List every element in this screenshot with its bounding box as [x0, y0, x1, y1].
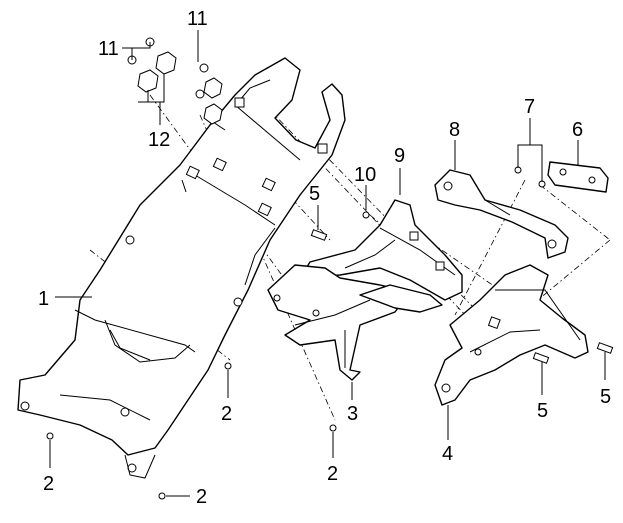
callout-10: 10: [354, 164, 376, 186]
washer-icon: [195, 89, 205, 99]
callout-12: 12: [148, 129, 170, 151]
nut-icon: [203, 77, 223, 99]
washer-icon: [199, 63, 209, 73]
screw-icon: [362, 211, 370, 219]
fasteners: [46, 37, 614, 500]
callout-5: 5: [537, 400, 548, 422]
nut-icon: [137, 69, 159, 93]
screw-icon: [329, 424, 337, 432]
part-8-plate-bracket: [434, 169, 569, 259]
callout-9: 9: [394, 145, 405, 167]
callout-2: 2: [196, 486, 207, 508]
screw-icon: [46, 432, 54, 440]
callout-labels: 1 2 2 2 2 3 4 5 5 5 6 7 8 9 10 11 11 12: [38, 8, 611, 508]
bolt-icon: [596, 342, 614, 354]
callout-3: 3: [347, 403, 358, 425]
callout-2: 2: [327, 463, 338, 485]
screw-icon: [224, 362, 232, 370]
callout-4: 4: [442, 443, 453, 465]
part-4-side-cover: [434, 264, 589, 406]
callout-5: 5: [600, 386, 611, 408]
callout-5: 5: [309, 183, 320, 205]
part-9-inner-bracket: [299, 199, 463, 301]
nut-icon: [203, 103, 223, 125]
nut-icon: [155, 51, 177, 75]
bolt-icon: [310, 229, 328, 241]
part-3-lower-bracket: [267, 264, 443, 381]
callout-7: 7: [524, 96, 535, 118]
callout-2: 2: [43, 473, 54, 495]
callout-8: 8: [449, 119, 460, 141]
part-6-reflector: [547, 161, 609, 193]
leader-lines: [49, 30, 606, 497]
part-1-rear-cowl: [17, 57, 346, 479]
screw-icon: [158, 492, 166, 500]
bolt-icon: [532, 352, 550, 364]
callout-2: 2: [221, 403, 232, 425]
callout-1: 1: [38, 288, 49, 310]
callout-11: 11: [187, 8, 208, 30]
callout-6: 6: [572, 119, 583, 141]
callout-11: 11: [98, 38, 119, 60]
